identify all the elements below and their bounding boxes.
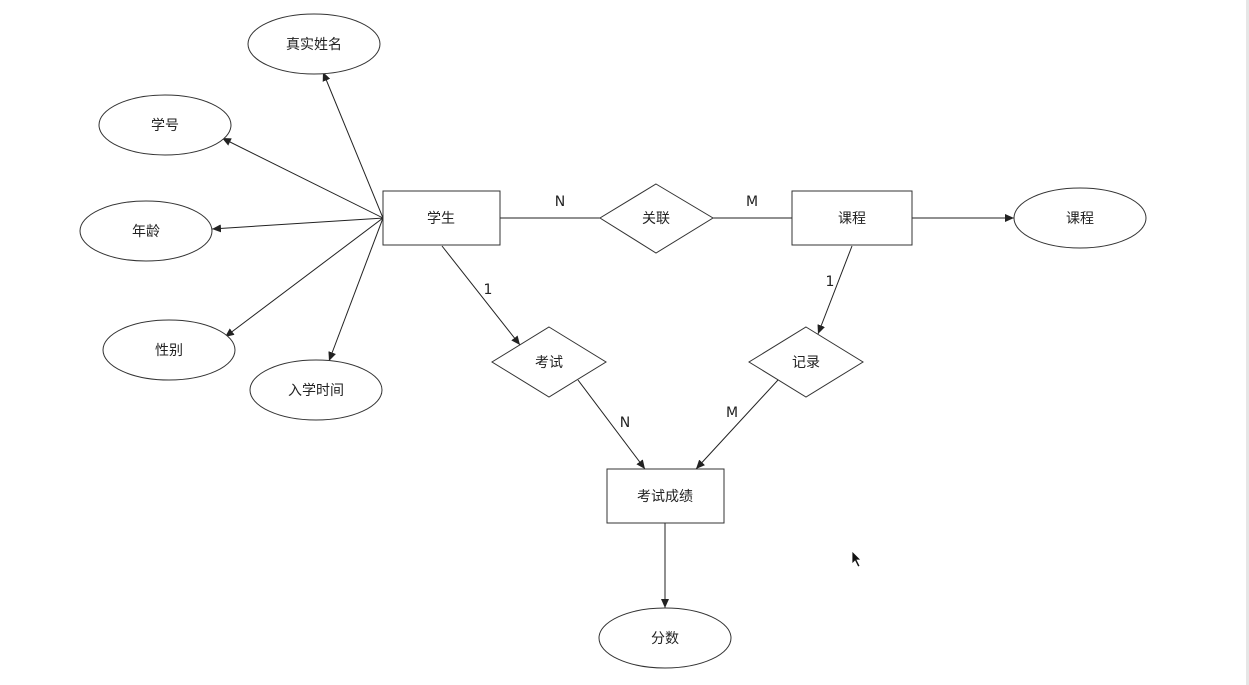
attribute-gender-label: 性别 xyxy=(155,343,183,359)
entity-exam-score-label: 考试成绩 xyxy=(637,489,693,505)
relationship-link[interactable]: 关联 xyxy=(599,183,714,254)
cardinality-student-link: N xyxy=(555,194,565,210)
relationship-exam[interactable]: 考试 xyxy=(491,326,607,398)
edge-course-record xyxy=(817,245,853,335)
entity-student-label: 学生 xyxy=(427,211,455,227)
edge-student-gender xyxy=(224,217,384,338)
relationship-record-label: 记录 xyxy=(792,355,820,371)
attribute-course-label: 课程 xyxy=(1066,211,1094,227)
entity-student[interactable]: 学生 xyxy=(382,190,501,246)
entity-course[interactable]: 课程 xyxy=(791,190,913,246)
cardinality-labels: N M 1 N 1 M xyxy=(484,194,835,431)
cardinality-exam-score: N xyxy=(620,415,630,431)
attribute-student-id-label: 学号 xyxy=(151,118,179,134)
attribute-score[interactable]: 分数 xyxy=(598,607,732,669)
attribute-age-label: 年龄 xyxy=(132,224,160,240)
attribute-real-name[interactable]: 真实姓名 xyxy=(247,13,381,75)
edge-student-real-name xyxy=(322,71,384,219)
cardinality-link-course: M xyxy=(746,194,758,210)
cardinality-record-score: M xyxy=(726,405,738,421)
attribute-gender[interactable]: 性别 xyxy=(102,319,236,381)
entity-course-label: 课程 xyxy=(838,211,866,227)
edge-student-age xyxy=(211,217,384,233)
edge-student-enroll-time xyxy=(328,217,384,362)
edge-student-exam xyxy=(441,245,521,346)
attribute-score-label: 分数 xyxy=(651,631,679,647)
relationship-link-label: 关联 xyxy=(642,211,670,227)
edge-student-id xyxy=(221,137,384,219)
edge-exam-score-entity xyxy=(577,379,646,470)
attribute-enroll-time-label: 入学时间 xyxy=(288,383,344,399)
cardinality-student-exam: 1 xyxy=(484,282,493,298)
attribute-course[interactable]: 课程 xyxy=(1013,187,1147,249)
entity-exam-score[interactable]: 考试成绩 xyxy=(606,468,725,524)
edge-record-score-entity xyxy=(695,379,779,470)
attribute-age[interactable]: 年龄 xyxy=(79,200,213,262)
scrollbar[interactable] xyxy=(1246,0,1249,685)
mouse-cursor-icon xyxy=(851,550,862,568)
relationship-record[interactable]: 记录 xyxy=(748,326,864,398)
relationship-exam-label: 考试 xyxy=(535,355,563,371)
attribute-real-name-label: 真实姓名 xyxy=(286,37,342,53)
edges xyxy=(211,71,1014,608)
attribute-enroll-time[interactable]: 入学时间 xyxy=(249,359,383,421)
attribute-student-id[interactable]: 学号 xyxy=(98,94,232,156)
cardinality-course-record: 1 xyxy=(826,274,835,290)
